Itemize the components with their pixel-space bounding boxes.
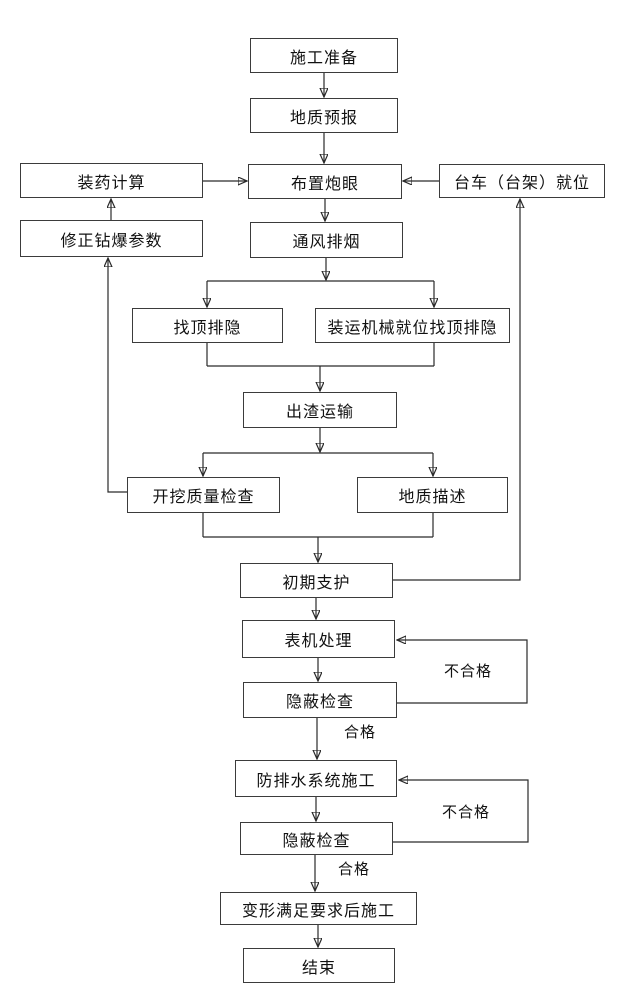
node-hidden-inspection-2: 隐蔽检查	[240, 822, 393, 855]
node-charge-calculation: 装药计算	[20, 163, 203, 198]
edge-check2-fail-loop	[393, 780, 529, 843]
edge-check1-fail-loop	[397, 640, 528, 704]
node-roof-scaling: 找顶排隐	[132, 308, 283, 343]
node-drainage-system-construction: 防排水系统施工	[235, 760, 397, 797]
edge-quality-params-feedback	[108, 258, 127, 493]
node-geological-description: 地质描述	[357, 477, 508, 513]
edge-label-fail-2: 不合格	[442, 805, 491, 821]
node-trolley-in-position: 台车（台架）就位	[439, 164, 605, 198]
node-surface-treatment: 表机处理	[242, 620, 395, 658]
edge-label-pass-1: 合格	[344, 725, 377, 741]
edge-label-fail-1: 不合格	[444, 664, 493, 680]
node-ventilation-smoke: 通风排烟	[250, 222, 403, 258]
node-end: 结束	[243, 948, 395, 983]
node-revise-drill-blast-params: 修正钻爆参数	[20, 220, 203, 257]
node-arrange-blastholes: 布置炮眼	[248, 164, 402, 199]
node-slag-transport: 出渣运输	[243, 392, 397, 428]
edge-support-trolley-feedback	[393, 199, 520, 581]
node-excavation-quality-check: 开挖质量检查	[127, 477, 280, 513]
node-initial-support: 初期支护	[240, 563, 393, 598]
node-construction-prep: 施工准备	[250, 38, 398, 73]
node-geological-forecast: 地质预报	[250, 98, 398, 133]
edge-label-pass-2: 合格	[338, 862, 371, 878]
node-hidden-inspection-1: 隐蔽检查	[243, 682, 397, 718]
node-deformation-satisfied: 变形满足要求后施工	[220, 892, 417, 925]
node-loading-machine-scaling: 装运机械就位找顶排隐	[315, 308, 510, 343]
